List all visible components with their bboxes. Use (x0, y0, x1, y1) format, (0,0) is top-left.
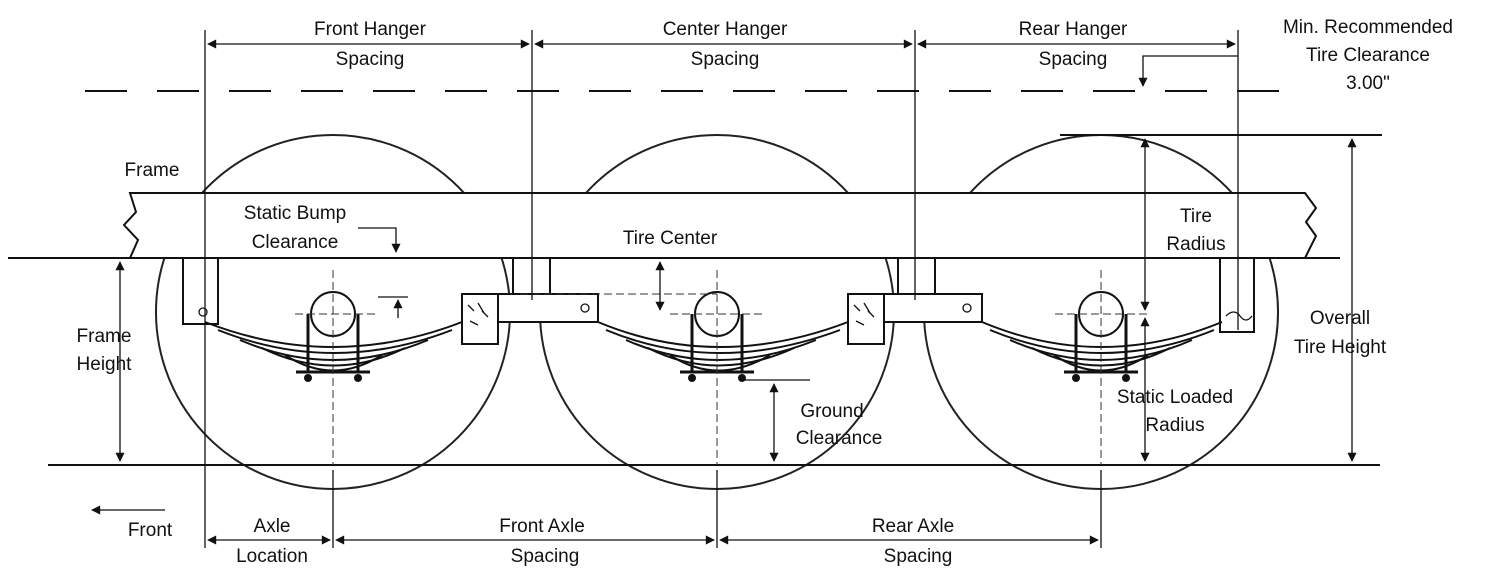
overall-tire-height-label-1: Overall (1310, 308, 1370, 329)
axle-location-label-1: Axle (254, 516, 291, 537)
rear-equalizer (847, 293, 885, 345)
rear-end-hanger (1219, 257, 1255, 333)
front-axle-spacing-label-2: Spacing (511, 546, 580, 567)
labels: Front Hanger Spacing Center Hanger Spaci… (77, 17, 1453, 567)
bottom-dimensions (91, 505, 1099, 545)
front-label: Front (128, 520, 173, 541)
leaf-springs (204, 321, 1223, 372)
ground-clearance-label-1: Ground (800, 401, 863, 422)
rear-axle-spacing-label-2: Spacing (884, 546, 953, 567)
axle-centerlines (295, 270, 1150, 465)
static-bump-clearance-label-2: Clearance (252, 232, 339, 253)
min-tire-clearance-label-2: Tire Clearance (1306, 45, 1430, 66)
frame-label: Frame (125, 160, 180, 181)
axle-location-label-2: Location (236, 546, 308, 567)
static-loaded-radius-label-1: Static Loaded (1117, 387, 1233, 408)
rear-axle-spacing-label-1: Rear Axle (872, 516, 954, 537)
overall-tire-height-label-2: Tire Height (1294, 337, 1387, 358)
frame-height-label-1: Frame (77, 326, 132, 347)
min-tire-clearance-label-3: 3.00" (1346, 73, 1390, 94)
front-axle-spacing-label-1: Front Axle (499, 516, 585, 537)
min-tire-clearance-label-1: Min. Recommended (1283, 17, 1453, 38)
frame-rail (8, 192, 1340, 259)
top-dimensions (207, 39, 1238, 87)
front-equalizer-link (497, 293, 599, 323)
tire-radius-label-1: Tire (1180, 206, 1212, 227)
ground-clearance-label-2: Clearance (796, 428, 883, 449)
rear-equalizer-link (883, 293, 983, 323)
static-bump-leader (358, 227, 401, 253)
frame-height-label-2: Height (77, 354, 133, 375)
rear-hanger-spacing-label-1: Rear Hanger (1019, 19, 1128, 40)
front-hanger (182, 257, 219, 325)
tire-center-label: Tire Center (623, 228, 718, 249)
tire-radius-label-2: Radius (1166, 234, 1225, 255)
axles (296, 291, 1138, 382)
static-loaded-radius-label-2: Radius (1145, 415, 1204, 436)
rear-hanger-spacing-label-2: Spacing (1039, 49, 1108, 70)
front-equalizer (461, 293, 499, 345)
front-hanger-spacing-label-2: Spacing (336, 49, 405, 70)
center-hanger-spacing-label-2: Spacing (691, 49, 760, 70)
center-hanger-spacing-label-1: Center Hanger (663, 19, 788, 40)
tire-clearance-leader (1138, 55, 1238, 87)
front-hanger-spacing-label-1: Front Hanger (314, 19, 427, 40)
static-bump-clearance-label-1: Static Bump (244, 203, 346, 224)
reference-lines (204, 30, 1239, 548)
